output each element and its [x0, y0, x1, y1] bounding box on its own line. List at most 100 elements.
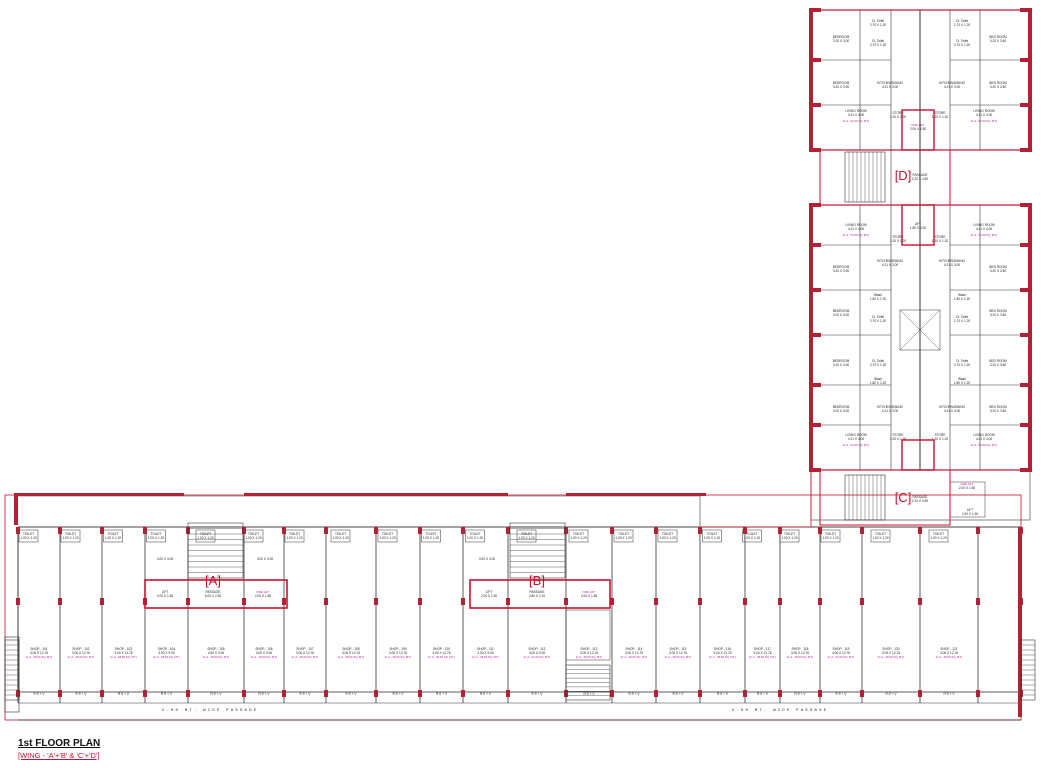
tower-room-name: Ct. Toilet: [956, 39, 968, 43]
shop-rs-label: R.S + V: [717, 692, 729, 696]
tower-room-size: 3.20 X 3.60: [990, 409, 1007, 413]
shop-name: SHOP - 119: [833, 647, 850, 651]
shop-toilet-size: 1.00 X 1.20: [148, 536, 165, 540]
wall-segment: [1020, 103, 1032, 107]
shop-carpet-area: [C.A - 38.60 SQ. MT.]: [292, 655, 319, 659]
shop-toilet-size: 1.00 X 1.20: [20, 536, 37, 540]
core-a-outline: [144, 579, 288, 609]
tower-carpet-area: [C.A - 52.00 SQ. MT.]: [843, 233, 870, 237]
shop-toilet-size: 1.00 X 1.20: [467, 536, 484, 540]
wall-column: [976, 598, 980, 605]
shop-carpet-area: [C.A - 38.60 SQ. MT.]: [203, 655, 230, 659]
shop-toilet-box: [421, 529, 441, 543]
wall-column: [242, 527, 246, 534]
wall-column: [461, 690, 465, 697]
lift-b-label: LIFT: [486, 590, 493, 594]
shop-toilet-size: 1.00 X 1.20: [286, 536, 303, 540]
wall-column: [698, 527, 702, 534]
tower-room-size: 2.70 X 1.20: [870, 23, 887, 27]
tower-room-name: LIVING ROOM: [845, 223, 867, 227]
shop-toilet-size: 1.00 X 1.20: [245, 536, 262, 540]
core-b-outline: [469, 579, 611, 609]
tower-room-name: Ct. Toilet: [872, 19, 884, 23]
wall-column: [564, 527, 568, 534]
shop-rs-label: R.S + V: [757, 692, 769, 696]
shop-rs-label: R.S + V: [672, 692, 684, 696]
shop-carpet-area: [C.A - 38.60 SQ. MT.]: [338, 655, 365, 659]
passage-a-size: 6.00 X 2.30: [205, 594, 222, 598]
tower-room-size: 3.20 X 3.60: [990, 39, 1007, 43]
wall-column: [698, 690, 702, 697]
tower-carpet-area: [C.A - 52.00 SQ. MT.]: [971, 443, 998, 447]
staircase-b-lower: [565, 664, 611, 701]
tower-room-size: 2.70 X 1.20: [954, 23, 971, 27]
corridor-a-size: 3.00 X 3.00: [157, 557, 174, 561]
shop-toilet-label: TOILET: [933, 532, 944, 536]
tower-room-size: 4.21 X 3.00: [944, 409, 961, 413]
shop-name: SHOP - 103: [115, 647, 132, 651]
tower-room-size: 1.80 X 1.20: [954, 297, 971, 301]
shop-toilet-box: [284, 529, 305, 543]
tower-room-size: 3.20 X 3.00: [833, 363, 850, 367]
wall-column: [418, 527, 422, 534]
shop-toilet-size: 1.00 X 1.20: [704, 536, 721, 540]
shop-toilet-box: [742, 529, 762, 543]
shop-rs-label: R.S + V: [161, 692, 173, 696]
wall-column: [58, 690, 62, 697]
shop-toilet-label: TOILET: [107, 532, 118, 536]
shop-toilet-box: [870, 529, 891, 543]
shop-name: SHOP - 114: [626, 647, 643, 651]
wall-segment: [1020, 148, 1032, 152]
tower-room-size: 1.20 X 1.20: [890, 115, 907, 119]
tower-room-size: 3.20 X 3.60: [990, 269, 1007, 273]
shop-size: 3.00 X 9.00: [158, 651, 175, 655]
shop-toilet-size: 1.00 X 1.20: [872, 536, 889, 540]
tower-room-name: BEDROOM: [833, 405, 850, 409]
wall-segment: [1020, 333, 1032, 337]
shop-toilet-size: 1.00 X 1.20: [615, 536, 632, 540]
shop-name: SHOP - 106: [255, 647, 272, 651]
shop-carpet-area: [C.A - 38.60 SQ. MT.]: [936, 655, 963, 659]
wall-segment: [809, 423, 821, 427]
shop-toilet-label: TOILET: [746, 532, 757, 536]
end-wall: [14, 493, 18, 525]
wall-column: [860, 690, 864, 697]
title-block: 1st FLOOR PLAN [WING - 'A'+'B' & 'C'+'D'…: [18, 738, 100, 760]
staircase-right: [1020, 639, 1036, 701]
shop-name: SHOP - 121: [940, 647, 957, 651]
staircase-c: [844, 474, 886, 521]
wall-segment: [809, 203, 821, 207]
shop-size: 3.00 X 12.76: [882, 651, 900, 655]
shop-toilet-box: [195, 529, 216, 543]
tower-room-name: KITCHEN/DINING: [877, 405, 904, 409]
shop-toilet-label: TOILET: [618, 532, 629, 536]
passage-c-size: 2.20 X 4.50: [912, 499, 929, 503]
shop-name: SHOP - 113: [581, 647, 598, 651]
tower-room-name: KITCHEN/DINING: [939, 405, 966, 409]
passage-d-label: PASSAGE: [913, 173, 928, 177]
lift-a-label: LIFT: [162, 590, 169, 594]
shop-carpet-area: [C.A - 28.60 SQ. MT.]: [251, 655, 278, 659]
shop-carpet-area: [C.A - 38.60 SQ. MT.]: [428, 655, 455, 659]
shop-name: SHOP - 104: [158, 647, 175, 651]
shop-toilet-label: TOILET: [289, 532, 300, 536]
wall-column: [506, 598, 510, 605]
shop-rs-label: R.S + V: [436, 692, 448, 696]
wall-column: [282, 598, 286, 605]
wall-column: [143, 690, 147, 697]
wall-column: [374, 598, 378, 605]
tower-room-name: BED ROOM: [989, 35, 1007, 39]
staircase-b: [509, 522, 566, 579]
shop-toilet-label: TOILET: [335, 532, 346, 536]
shop-rs-label: R.S + V: [75, 692, 87, 696]
shop-size: 3.00 X 12.76: [30, 651, 48, 655]
tower-room-size: 2.70 X 1.20: [870, 319, 887, 323]
passage-b-label: PASSAGE: [530, 590, 545, 594]
shop-carpet-area: [C.A - 38.60 SQ. MT.]: [665, 655, 692, 659]
shop-name: SHOP - 102: [72, 647, 89, 651]
shop-toilet-box: [613, 529, 634, 543]
wall-column: [324, 527, 328, 534]
shop-name: SHOP - 105: [207, 647, 224, 651]
tower-room-name: BED ROOM: [989, 309, 1007, 313]
wall-column: [698, 598, 702, 605]
